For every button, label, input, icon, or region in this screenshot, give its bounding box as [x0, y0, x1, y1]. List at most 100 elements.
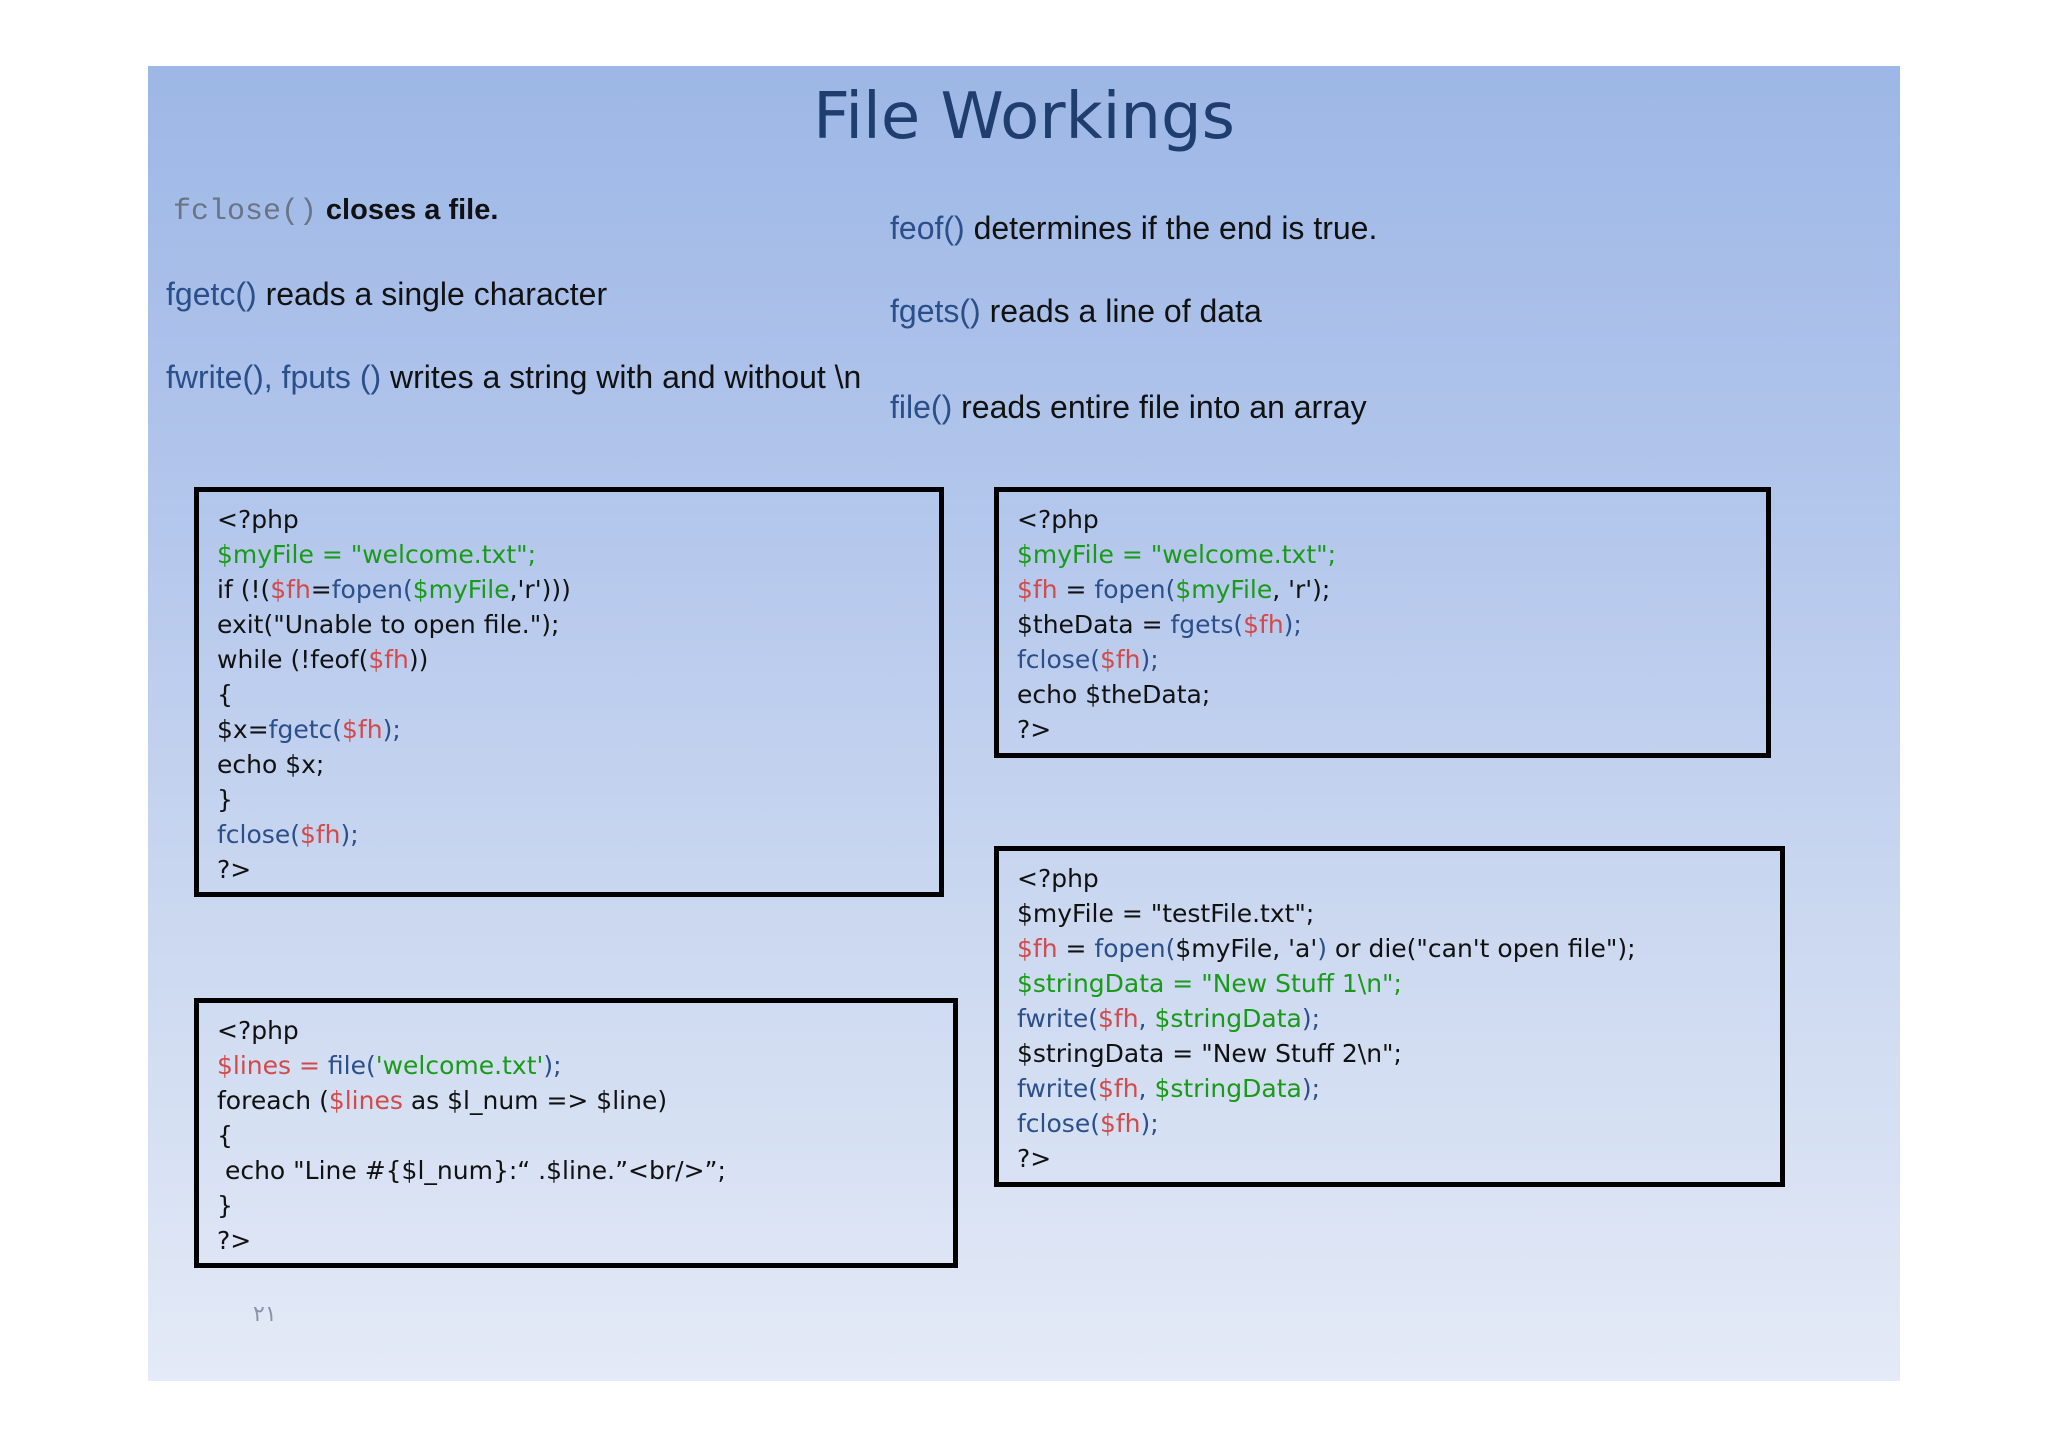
code-token: echo $x; [217, 750, 325, 779]
code-line: fclose($fh); [1017, 642, 1748, 677]
desc-text: reads a single character [265, 276, 608, 312]
code-token: ?> [217, 855, 252, 884]
code-line: echo $x; [217, 747, 921, 782]
code-token: fopen( [1094, 934, 1176, 963]
code-token: fwrite( [1017, 1004, 1098, 1033]
code-line: $myFile = "welcome.txt"; [217, 537, 921, 572]
desc-fgetc: fgetc() reads a single character [166, 276, 607, 313]
code-token: echo $theData; [1017, 680, 1211, 709]
code-token: ,'r'))) [509, 575, 571, 604]
code-block-file: <?php$lines = file('welcome.txt');foreac… [194, 998, 958, 1268]
code-line: <?php [217, 502, 921, 537]
code-token: { [217, 1121, 233, 1150]
code-token: $lines [217, 1051, 292, 1080]
desc-text: reads entire file into an array [961, 389, 1367, 425]
desc-fn: fgets() [890, 293, 981, 329]
code-token: echo "Line #{$l_num}:“ .$line.”<br/>”; [217, 1156, 726, 1185]
code-line: $fh = fopen($myFile, 'a') or die("can't … [1017, 931, 1762, 966]
code-token: fopen( [331, 575, 413, 604]
code-token: $fh [299, 820, 341, 849]
code-block-fwrite: <?php $myFile = "testFile.txt"; $fh = fope… [994, 846, 1785, 1187]
code-line: if (!($fh=fopen($myFile,'r'))) [217, 572, 921, 607]
code-line: $myFile = "welcome.txt"; [1017, 537, 1748, 572]
code-token: $myFile = "welcome.txt"; [217, 540, 537, 569]
code-line: echo "Line #{$l_num}:“ .$line.”<br/>”; [217, 1153, 935, 1188]
code-token: ?> [1017, 715, 1052, 744]
code-line: ?> [1017, 1141, 1762, 1176]
code-line: $theData = fgets($fh); [1017, 607, 1748, 642]
code-token: <?php [1017, 505, 1099, 534]
code-token: } [217, 1191, 233, 1220]
code-token: $fh [1097, 1004, 1139, 1033]
code-token: $stringData = "New Stuff 2\n"; [1017, 1039, 1402, 1068]
desc-fn: fwrite(), fputs () [166, 359, 382, 395]
code-block-fgets: <?php $myFile = "welcome.txt"; $fh = fopen… [994, 487, 1771, 758]
code-token: if (!( [217, 575, 271, 604]
code-token: )) [408, 645, 429, 674]
code-token: <?php [1017, 864, 1099, 893]
code-token: $myFile = "testFile.txt"; [1017, 899, 1315, 928]
code-line: ?> [1017, 712, 1748, 747]
desc-fn: fclose() [173, 195, 318, 229]
desc-fgets: fgets() reads a line of data [890, 293, 1262, 330]
code-block-fgetc: <?php$myFile = "welcome.txt";if (!($fh=f… [194, 487, 944, 897]
code-token: $lines [328, 1086, 403, 1115]
code-token: , [1138, 1074, 1155, 1103]
code-token: $myFile, 'a' [1175, 934, 1318, 963]
code-line: { [217, 1118, 935, 1153]
code-token: , 'r'); [1272, 575, 1331, 604]
desc-text: writes a string with and without \n [390, 359, 862, 395]
code-token: fclose( [217, 820, 300, 849]
code-token: $fh [1243, 610, 1284, 639]
desc-text: determines if the end is true. [973, 210, 1378, 246]
page-number: ٢١ [253, 1302, 277, 1327]
code-token: $theData = [1017, 610, 1171, 639]
code-line: $myFile = "testFile.txt"; [1017, 896, 1762, 931]
code-token: $stringData [1154, 1074, 1302, 1103]
code-token: = [1057, 934, 1095, 963]
code-token: { [217, 680, 233, 709]
code-token: } [217, 785, 233, 814]
code-token: foreach ( [217, 1086, 329, 1115]
code-line: while (!feof($fh)) [217, 642, 921, 677]
code-token: <?php [217, 505, 299, 534]
code-token: ); [382, 715, 401, 744]
code-token: ); [1283, 610, 1302, 639]
code-token: $fh [1099, 645, 1141, 674]
code-token: 'welcome.txt' [375, 1051, 544, 1080]
code-token: ); [1301, 1074, 1321, 1103]
code-line: fwrite($fh, $stringData); [1017, 1001, 1762, 1036]
code-token: fgetc( [268, 715, 343, 744]
code-token: fwrite( [1017, 1074, 1098, 1103]
code-line: $fh = fopen($myFile, 'r'); [1017, 572, 1748, 607]
code-token: , [1138, 1004, 1155, 1033]
code-line: $stringData = "New Stuff 1\n"; [1017, 966, 1762, 1001]
code-token: $myFile [412, 575, 510, 604]
code-token: exit("Unable to open file."); [217, 610, 560, 639]
code-token: = [291, 1051, 328, 1080]
code-line: { [217, 677, 921, 712]
code-token: ); [1301, 1004, 1321, 1033]
code-token: fgets( [1170, 610, 1244, 639]
code-token: fclose( [1017, 1109, 1100, 1138]
code-token: = [1057, 575, 1095, 604]
code-line: ?> [217, 852, 921, 887]
slide-title: File Workings [813, 80, 1235, 154]
code-token: ) [1317, 934, 1327, 963]
code-token: fopen( [1094, 575, 1176, 604]
code-line: echo $theData; [1017, 677, 1748, 712]
code-token: $fh [342, 715, 383, 744]
code-token: = [310, 575, 332, 604]
code-token: $myFile [1175, 575, 1273, 604]
code-line: $stringData = "New Stuff 2\n"; [1017, 1036, 1762, 1071]
code-token: $myFile = "welcome.txt"; [1017, 540, 1337, 569]
code-token: $stringData [1154, 1004, 1302, 1033]
desc-fclose: fclose() closes a file. [173, 190, 498, 229]
code-line: <?php [1017, 502, 1748, 537]
desc-feof: feof() determines if the end is true. [890, 210, 1377, 247]
code-line: fwrite($fh, $stringData); [1017, 1071, 1762, 1106]
code-line: ?> [217, 1223, 935, 1258]
desc-fn: file() [890, 389, 953, 425]
desc-fwrite-fputs: fwrite(), fputs () writes a string with … [166, 359, 861, 396]
code-line: } [217, 1188, 935, 1223]
